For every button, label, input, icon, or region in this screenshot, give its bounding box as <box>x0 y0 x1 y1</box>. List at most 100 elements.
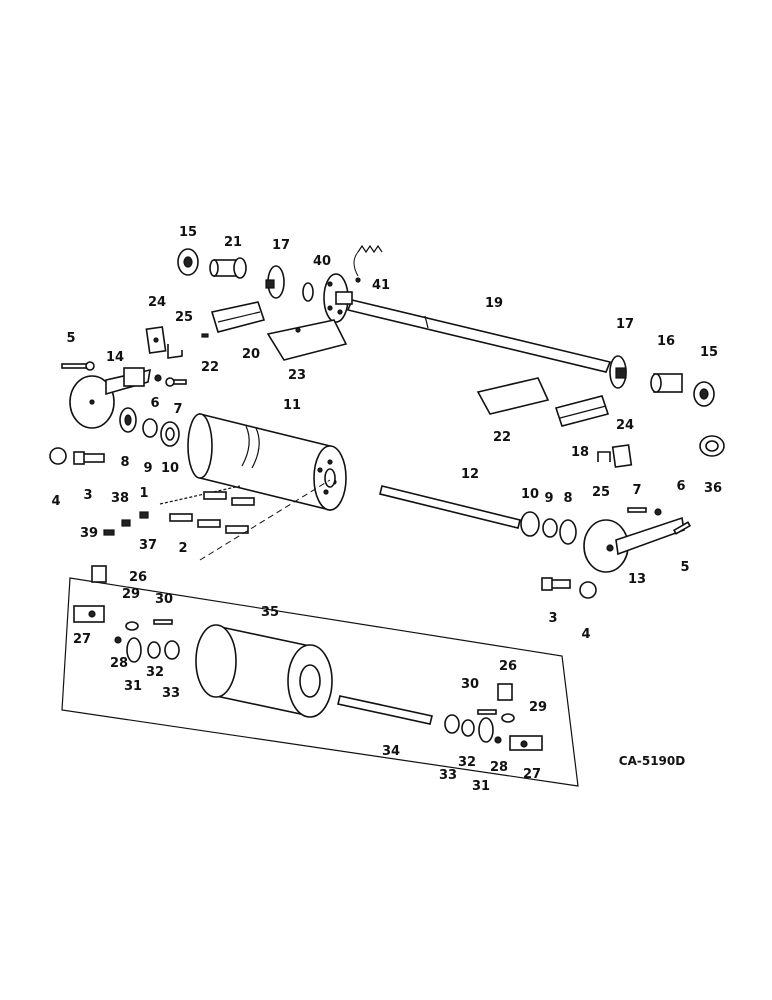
nut-28-right <box>494 736 502 744</box>
callout: 10 <box>161 461 179 476</box>
callout: 30 <box>461 677 479 692</box>
callout: 22 <box>201 360 219 375</box>
right-bearing-plate <box>583 516 685 573</box>
callout: 4 <box>51 494 60 509</box>
main-shaft <box>346 299 612 373</box>
bolt-3-right <box>541 577 571 591</box>
callout: 6 <box>150 396 159 411</box>
link-37 <box>139 511 149 519</box>
bolt-30-right <box>477 709 497 715</box>
bolt-7-left <box>165 377 187 387</box>
callout: 21 <box>224 235 242 250</box>
bearing-top-left <box>177 248 199 276</box>
pin-29-left <box>125 621 139 631</box>
callout: 31 <box>124 679 142 694</box>
collar-32-left <box>147 641 161 659</box>
flangette-17-right <box>609 355 627 389</box>
callout: 1 <box>139 486 148 501</box>
callout: 11 <box>283 398 301 413</box>
callout: 27 <box>73 632 91 647</box>
callout: 17 <box>272 238 290 253</box>
roller-35 <box>195 624 333 718</box>
callout: 34 <box>382 744 400 759</box>
callout: 9 <box>544 491 553 506</box>
nut-6-left <box>154 374 162 382</box>
link-39 <box>103 529 115 536</box>
callout: 41 <box>372 278 390 293</box>
callout: 18 <box>571 445 589 460</box>
callout: 29 <box>529 700 547 715</box>
callout: 24 <box>616 418 634 433</box>
callout: 40 <box>313 254 331 269</box>
hub <box>209 257 247 279</box>
callout: 6 <box>676 479 685 494</box>
callout: 19 <box>485 296 503 311</box>
plate-23 <box>266 319 348 361</box>
callout: 29 <box>122 587 140 602</box>
callout: 17 <box>616 317 634 332</box>
callout: 35 <box>261 605 279 620</box>
nut-6-right <box>654 508 662 516</box>
callout: 22 <box>493 430 511 445</box>
callout: 15 <box>700 345 718 360</box>
callout: 32 <box>146 665 164 680</box>
plate-18 <box>554 395 610 427</box>
callout: 10 <box>521 487 539 502</box>
callout: 24 <box>148 295 166 310</box>
pad-24-left <box>145 326 167 354</box>
bearing-33-left <box>164 640 180 660</box>
callout-labels: 15 21 17 40 41 19 24 25 5 14 20 22 23 6 … <box>51 225 722 794</box>
slats-2 <box>169 491 255 534</box>
clip-25-right <box>597 451 611 462</box>
callout: 33 <box>162 686 180 701</box>
callout: 27 <box>523 767 541 782</box>
callout: 33 <box>439 768 457 783</box>
figure-code: CA-5190D <box>619 754 685 768</box>
callout: 8 <box>563 491 572 506</box>
callout: 9 <box>143 461 152 476</box>
callout: 38 <box>111 491 129 506</box>
callout: 5 <box>680 560 689 575</box>
pad-26-right <box>497 683 513 701</box>
nut-4-right <box>579 581 597 599</box>
callout: 25 <box>175 310 193 325</box>
callout: 30 <box>155 592 173 607</box>
callout: 2 <box>178 541 187 556</box>
bolt-30-left <box>153 619 173 625</box>
collar-9-right <box>542 518 558 538</box>
callout: 5 <box>66 331 75 346</box>
bracket-27-left <box>73 605 105 623</box>
flangette-8-left <box>119 407 137 433</box>
callout: 39 <box>80 526 98 541</box>
bearing-10-left <box>160 421 180 447</box>
shaft-12 <box>379 485 521 529</box>
flangette-31-right <box>478 717 494 743</box>
pad-24-right <box>611 444 633 468</box>
drum-roller <box>187 412 347 512</box>
callout: 13 <box>628 572 646 587</box>
plate-20 <box>210 301 266 333</box>
callout: 31 <box>472 779 490 794</box>
collar-9-left <box>142 418 158 438</box>
bolt-3-left <box>73 451 105 465</box>
nut-28-left <box>114 636 122 644</box>
pin-22-left <box>201 333 209 338</box>
callout: 23 <box>288 368 306 383</box>
link-38 <box>121 519 131 527</box>
callout: 37 <box>139 538 157 553</box>
callout: 20 <box>242 347 260 362</box>
callout: 3 <box>548 611 557 626</box>
bearing-10-right <box>520 511 540 537</box>
flange-plate <box>302 273 353 323</box>
shaft-34 <box>337 695 433 725</box>
flangette-8-right <box>559 519 577 545</box>
pin-29-right <box>501 713 515 723</box>
callout: 4 <box>581 627 590 642</box>
left-bearing-plate <box>69 367 151 429</box>
bolt-5-right <box>672 521 692 535</box>
callout: 14 <box>106 350 124 365</box>
callout: 8 <box>120 455 129 470</box>
callout: 15 <box>179 225 197 240</box>
spring <box>353 244 383 283</box>
callout: 16 <box>657 334 675 349</box>
